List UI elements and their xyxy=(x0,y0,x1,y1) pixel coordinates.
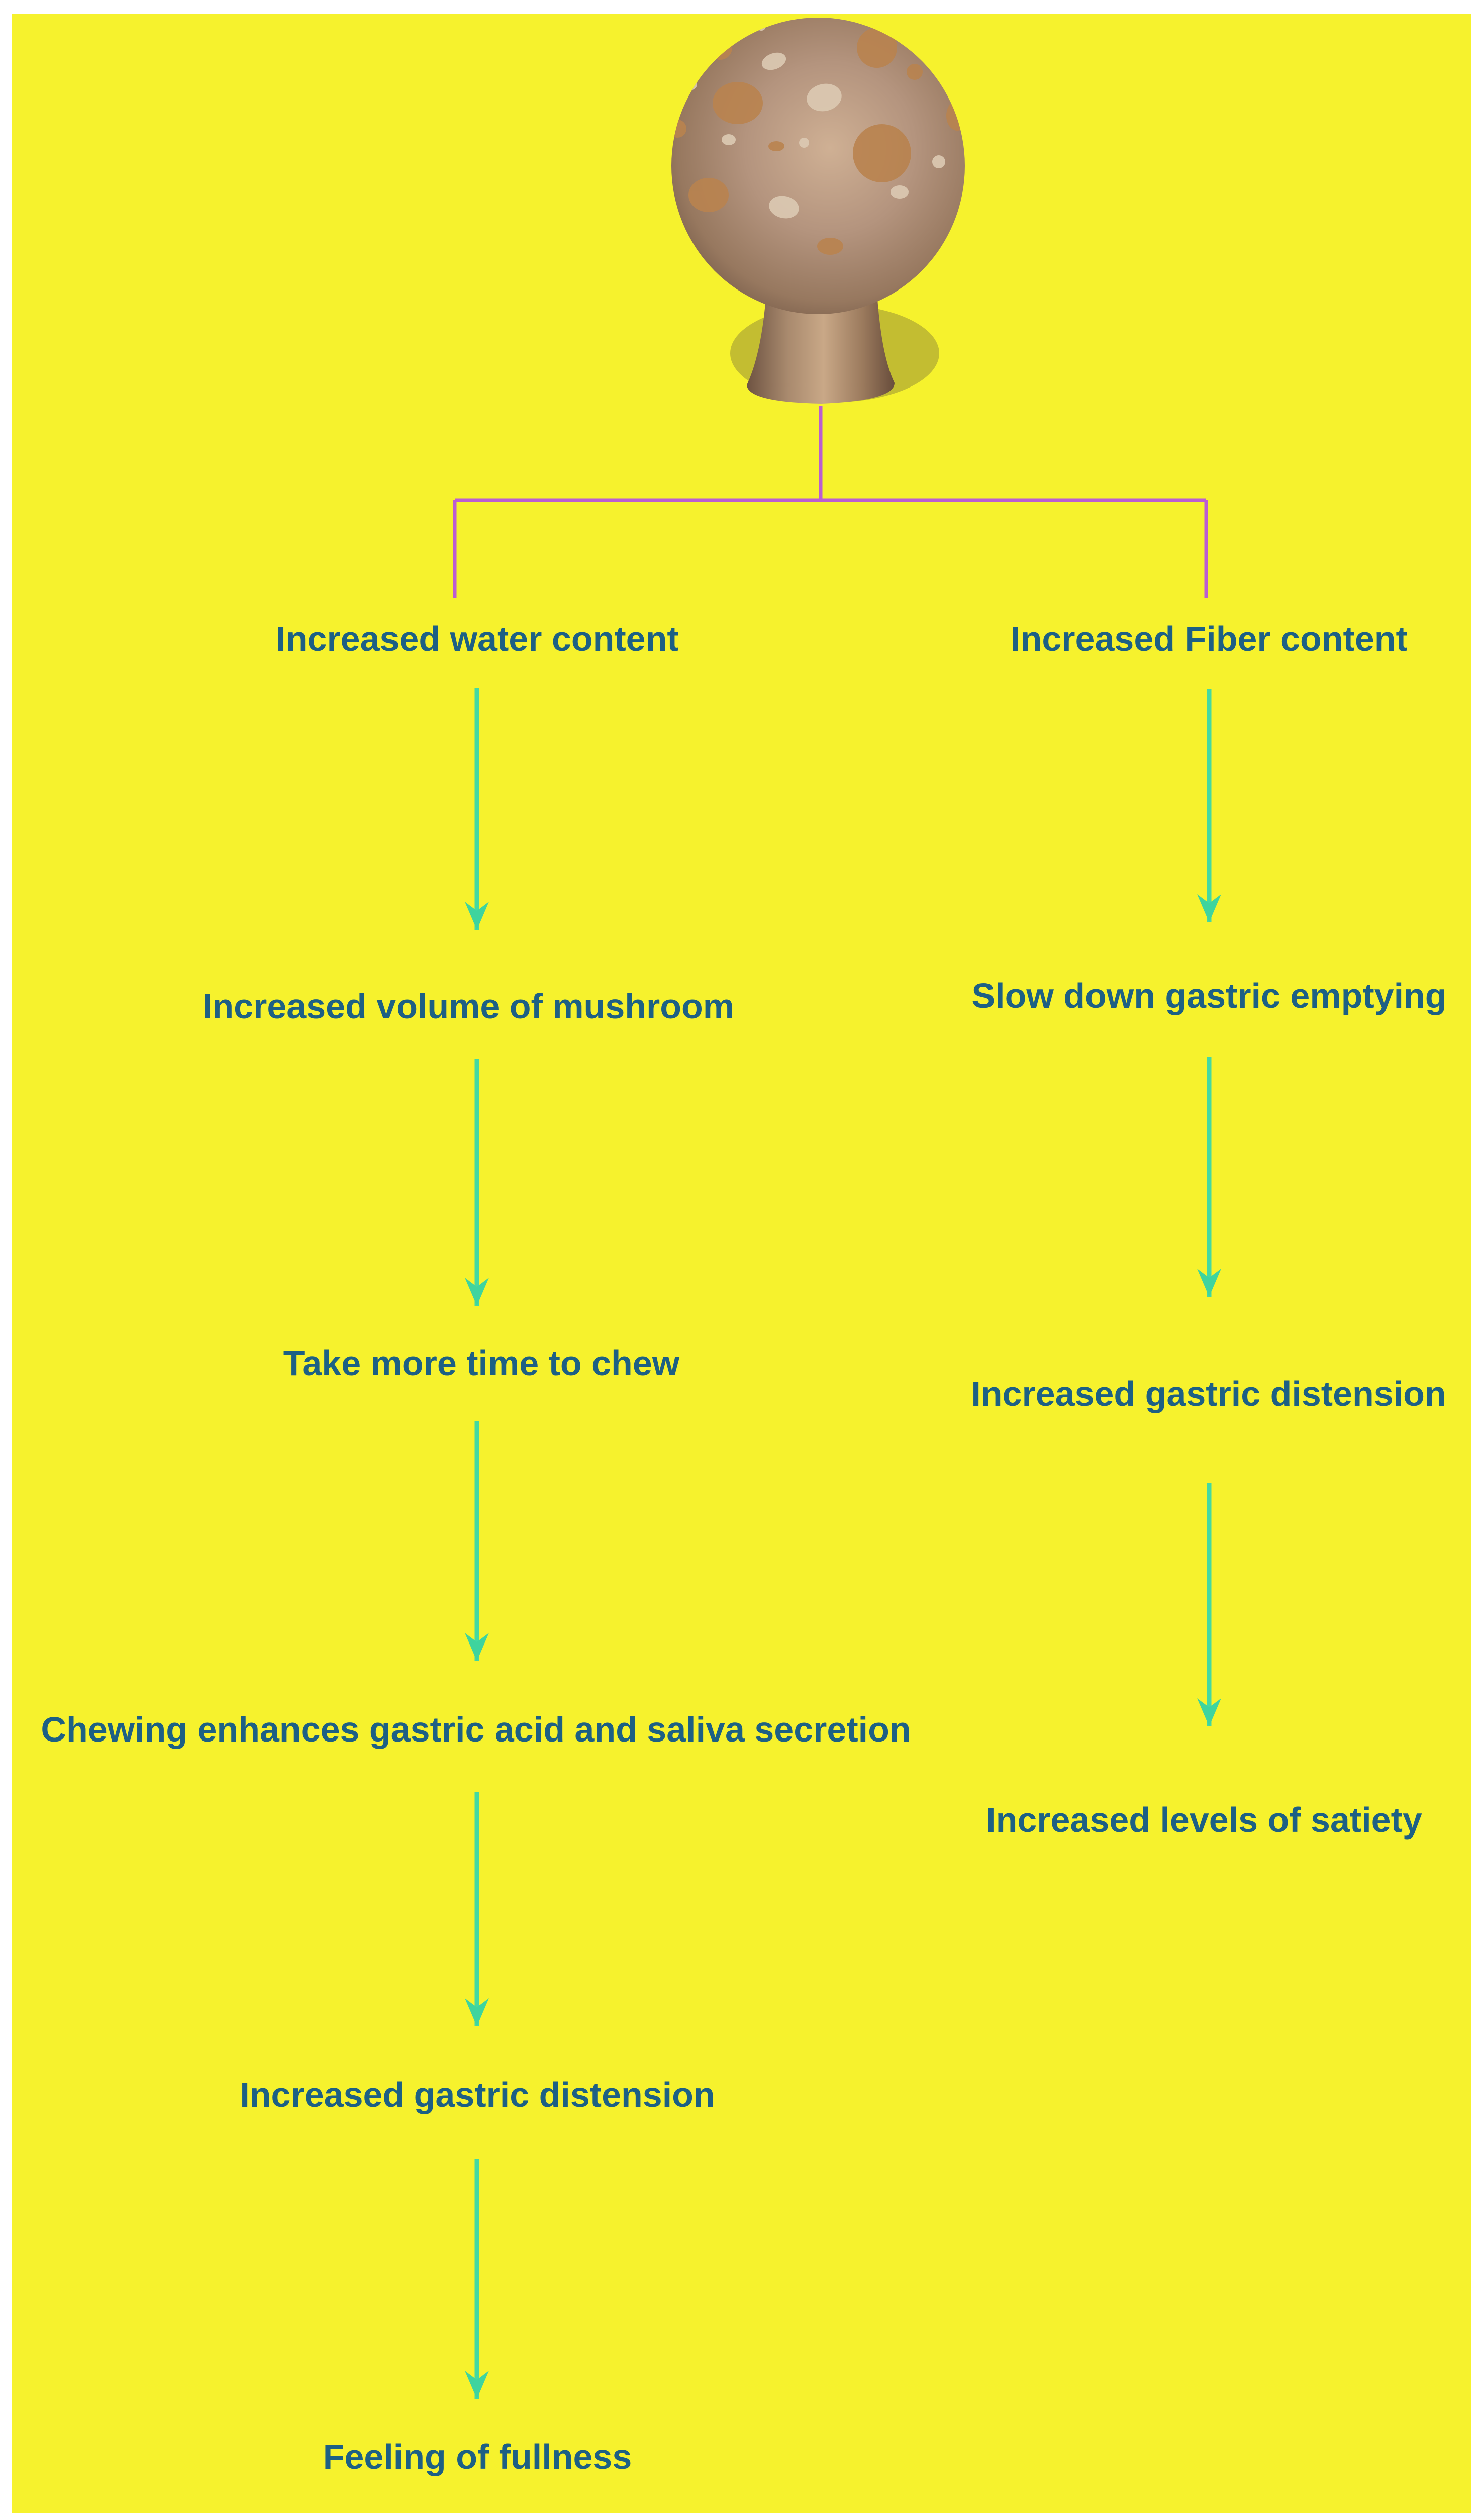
node-increased-volume-of-mushroom: Increased volume of mushroom xyxy=(202,987,735,1026)
node-chewing-enhances-secretion: Chewing enhances gastric acid and saliva… xyxy=(41,1710,911,1749)
node-increased-water-content: Increased water content xyxy=(276,619,679,658)
mushroom-illustration xyxy=(671,18,965,404)
mushroom-cap-spots xyxy=(671,22,965,255)
node-increased-gastric-distension-left: Increased gastric distension xyxy=(240,2075,715,2114)
diagram-background xyxy=(12,14,1471,2513)
mushroom-cap xyxy=(671,18,965,314)
node-increased-gastric-distension-right: Increased gastric distension xyxy=(971,1374,1446,1413)
node-slow-down-gastric-emptying: Slow down gastric emptying xyxy=(971,976,1447,1015)
node-increased-levels-of-satiety: Increased levels of satiety xyxy=(986,1800,1422,1840)
node-feeling-of-fullness: Feeling of fullness xyxy=(323,2437,632,2476)
branch-connector xyxy=(453,406,1208,598)
flow-arrows xyxy=(465,688,1221,2399)
node-take-more-time-to-chew: Take more time to chew xyxy=(283,1343,680,1383)
node-increased-fiber-content: Increased Fiber content xyxy=(1011,619,1408,658)
